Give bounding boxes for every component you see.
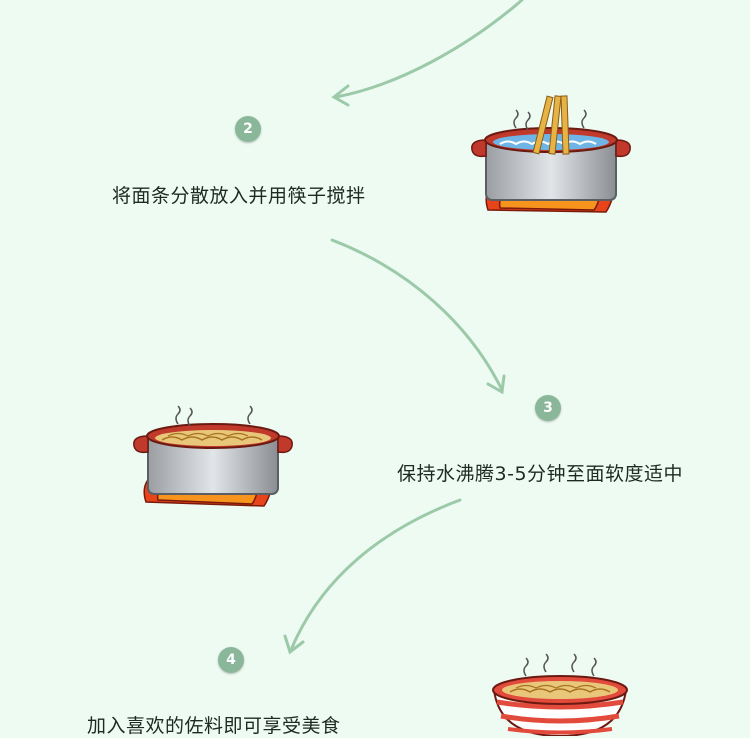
step-badge-3: 3 [535, 395, 561, 421]
chopsticks [532, 95, 570, 155]
steam [175, 405, 253, 427]
noodle-pot-icon [133, 405, 293, 507]
steam [523, 653, 597, 677]
arrow-3 [283, 498, 462, 655]
arrow-2 [330, 238, 506, 395]
step-text-2: 将面条分散放入并用筷子搅拌 [112, 185, 366, 207]
step-text-3: 保持水沸腾3-5分钟至面软度适中 [397, 463, 684, 485]
step-badge-4: 4 [218, 647, 244, 673]
boiling-pot-chopsticks-icon [471, 95, 631, 213]
noodle-bowl-icon [492, 653, 628, 736]
arrow-1 [331, 0, 524, 107]
step-badge-2: 2 [235, 116, 261, 142]
step-text-4: 加入喜欢的佐料即可享受美食 [87, 715, 341, 737]
steam [513, 109, 587, 131]
